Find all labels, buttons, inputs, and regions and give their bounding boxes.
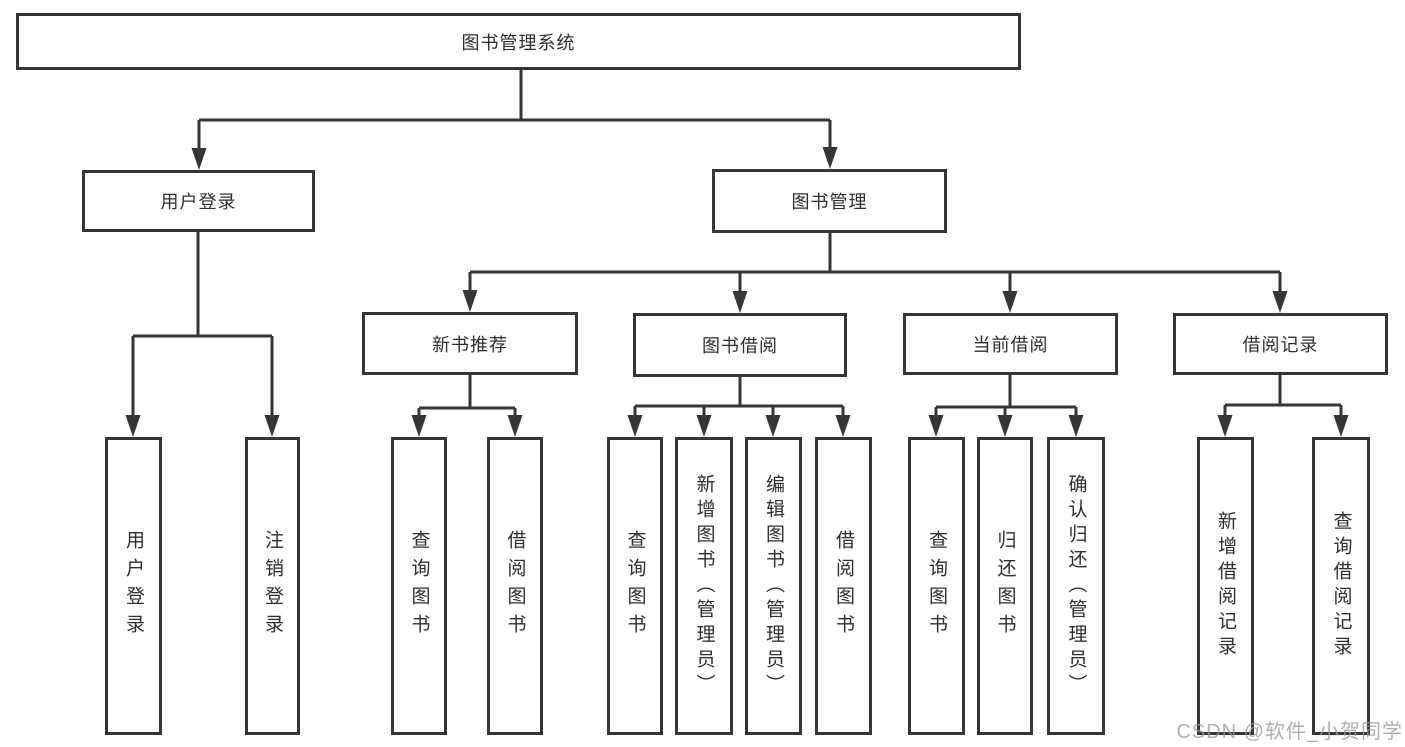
leaf-borrow-book-recommend-label: 借阅图书 (504, 530, 526, 642)
leaf-return-book-label: 归还图书 (994, 530, 1016, 642)
leaf-edit-book-admin: 编辑图书（管理员） (745, 437, 802, 735)
connector-book-borrow (633, 377, 845, 419)
connector-new-book-recommend (417, 375, 517, 419)
leaf-logout-label: 注销登录 (262, 530, 283, 642)
connector-current-borrow (934, 375, 1078, 419)
node-user-login: 用户登录 (82, 170, 315, 232)
leaf-query-book-recommend: 查询图书 (391, 437, 447, 735)
node-borrow-record-label: 借阅记录 (1242, 335, 1319, 355)
leaf-logout: 注销登录 (245, 437, 300, 735)
node-root-label: 图书管理系统 (461, 32, 576, 53)
node-book-borrow: 图书借阅 (633, 313, 847, 377)
node-user-login-label: 用户登录 (160, 192, 237, 212)
leaf-query-book-current: 查询图书 (908, 437, 965, 735)
leaf-borrow-book-label: 借阅图书 (833, 530, 854, 642)
node-root: 图书管理系统 (16, 13, 1021, 70)
leaf-add-borrow-record-label: 新增借阅记录 (1215, 511, 1236, 661)
leaf-add-borrow-record: 新增借阅记录 (1197, 437, 1254, 735)
node-current-borrow: 当前借阅 (903, 313, 1118, 375)
leaf-add-book-admin: 新增图书（管理员） (675, 437, 733, 735)
leaf-add-book-admin-label: 新增图书（管理员） (693, 473, 715, 699)
leaf-query-book-current-label: 查询图书 (926, 530, 947, 642)
node-borrow-record: 借阅记录 (1173, 313, 1388, 375)
node-book-mgmt: 图书管理 (712, 169, 947, 233)
connector-book-mgmt (468, 233, 1282, 295)
leaf-return-book: 归还图书 (977, 437, 1033, 735)
connector-borrow-record (1223, 375, 1343, 419)
leaf-query-borrow-record: 查询借阅记录 (1312, 437, 1370, 735)
connector-root (197, 70, 832, 152)
node-new-book-recommend: 新书推荐 (362, 312, 578, 375)
leaf-user-login-label: 用户登录 (123, 530, 144, 642)
node-book-mgmt-label: 图书管理 (791, 192, 868, 212)
leaf-borrow-book: 借阅图书 (815, 437, 872, 735)
leaf-edit-book-admin-label: 编辑图书（管理员） (763, 473, 784, 699)
leaf-confirm-return-admin-label: 确认归还（管理员） (1065, 473, 1087, 699)
leaf-user-login: 用户登录 (105, 437, 162, 735)
connector-user-login (131, 232, 274, 419)
node-current-borrow-label: 当前借阅 (972, 335, 1049, 355)
leaf-query-borrow-record-label: 查询借阅记录 (1330, 511, 1352, 661)
leaf-query-book-borrow-label: 查询图书 (624, 530, 646, 642)
leaf-query-book-borrow: 查询图书 (607, 437, 663, 735)
leaf-borrow-book-recommend: 借阅图书 (487, 437, 543, 735)
node-new-book-recommend-label: 新书推荐 (432, 334, 508, 355)
leaf-confirm-return-admin: 确认归还（管理员） (1047, 437, 1105, 735)
node-book-borrow-label: 图书借阅 (702, 336, 778, 356)
arrowheads (125, 147, 1349, 437)
leaf-query-book-recommend-label: 查询图书 (408, 530, 430, 642)
